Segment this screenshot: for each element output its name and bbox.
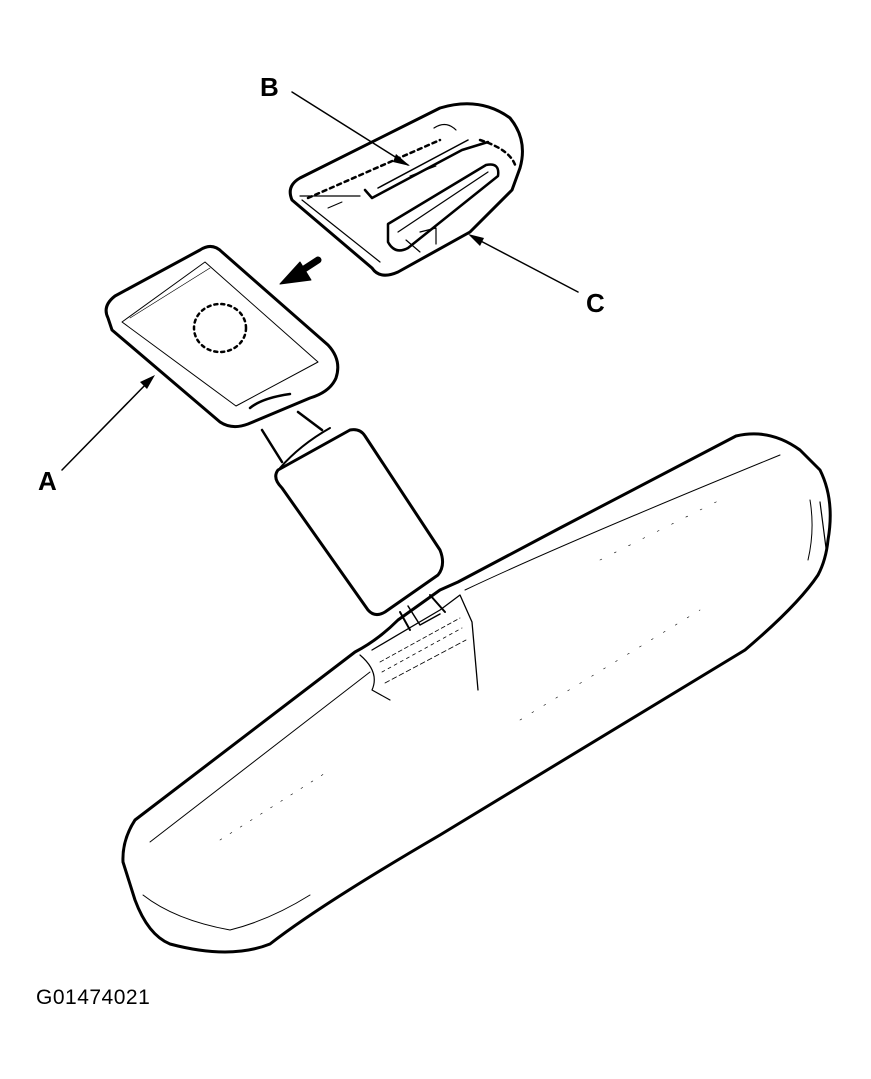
mirror-housing: [121, 432, 832, 954]
callout-label-b: B: [260, 72, 279, 102]
figure-code: G01474021: [36, 986, 151, 1009]
callout-label-c: C: [586, 288, 605, 318]
mirror-base-plate-a: [104, 245, 340, 429]
callout-label-a: A: [38, 466, 57, 496]
install-direction-arrow: [279, 256, 322, 285]
callout-leaders: [61, 91, 579, 471]
mirror-stem: [248, 392, 446, 631]
mirror-clip-cover: [288, 102, 524, 277]
